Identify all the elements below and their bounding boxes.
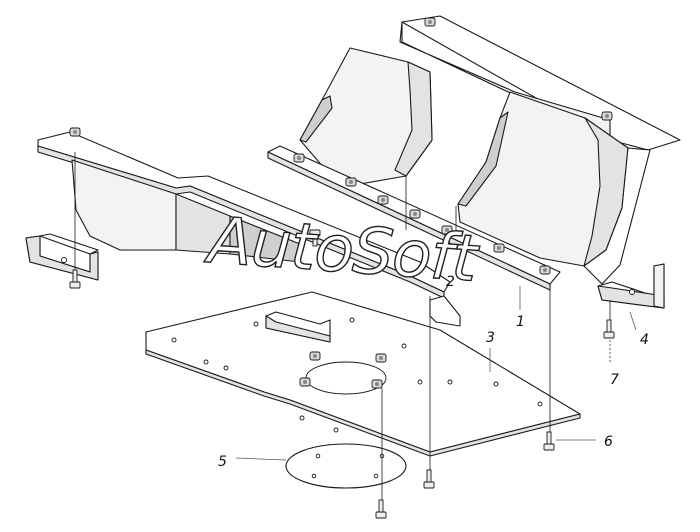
bolt: [309, 229, 321, 247]
cover-hole: [373, 473, 379, 479]
nut: [345, 177, 357, 187]
callout-3: 3: [486, 330, 495, 346]
nut: [424, 17, 436, 27]
callout-1: 1: [516, 314, 525, 330]
bolt: [543, 431, 555, 451]
leader-lines: [74, 152, 637, 500]
callout-leader-5: [235, 457, 287, 461]
nut: [375, 353, 387, 363]
nut: [371, 379, 383, 389]
floor-plate-opening: [305, 361, 387, 395]
cover-hole: [315, 453, 321, 459]
nut: [409, 209, 421, 219]
bracket-right-part-4: [597, 263, 665, 309]
floor-plate-edge: [145, 349, 581, 457]
callout-leader-4: [629, 311, 637, 331]
bolt: [423, 469, 435, 489]
callouts: 1 2 3 4 5 6 7: [218, 274, 649, 470]
nut: [601, 111, 613, 121]
watermark: AutoSoft: [202, 204, 482, 297]
callout-2: 2: [446, 274, 455, 290]
plate-hole: [333, 427, 339, 433]
plate-hole: [349, 317, 355, 323]
bracket-right-hole: [629, 289, 635, 295]
bolt: [603, 319, 615, 339]
plate-hole: [171, 337, 177, 343]
fasteners: [69, 17, 615, 519]
front-plate-part-2: [37, 131, 451, 299]
tunnel-left-edge: [299, 95, 333, 143]
right-flange: [583, 147, 651, 285]
plate-hole: [401, 343, 407, 349]
plate-hole: [417, 379, 423, 385]
plate-hole: [493, 381, 499, 387]
nut: [299, 377, 311, 387]
plate-hole: [447, 379, 453, 385]
center-mount: [429, 295, 461, 327]
plate-bracket-shade: [265, 315, 331, 343]
nut: [69, 127, 81, 137]
callout-4: 4: [640, 332, 649, 348]
plate-hole: [253, 321, 259, 327]
nut: [539, 265, 551, 275]
bracket-left: [25, 233, 99, 281]
round-cover-part-5: [285, 443, 407, 489]
callout-5: 5: [218, 454, 227, 470]
nut: [493, 243, 505, 253]
floor-plate-part-3: [145, 291, 581, 457]
bolt: [375, 499, 387, 519]
tunnel-left-side: [394, 61, 433, 177]
nut: [377, 195, 389, 205]
callout-7: 7: [610, 372, 619, 388]
nut: [309, 351, 321, 361]
plate-hole: [537, 401, 543, 407]
tunnel-right-edge: [457, 111, 509, 207]
cover-hole: [311, 473, 317, 479]
callout-6: 6: [604, 434, 613, 450]
nut: [441, 225, 453, 235]
box-side: [229, 215, 301, 263]
nut: [293, 153, 305, 163]
bracket-left-hole: [61, 257, 67, 263]
bracket-right-upright: [653, 263, 665, 309]
plate-hole: [203, 359, 209, 365]
plate-hole: [223, 365, 229, 371]
plate-hole: [299, 415, 305, 421]
round-cover: [285, 443, 407, 489]
bracket-left-lip: [39, 233, 99, 255]
